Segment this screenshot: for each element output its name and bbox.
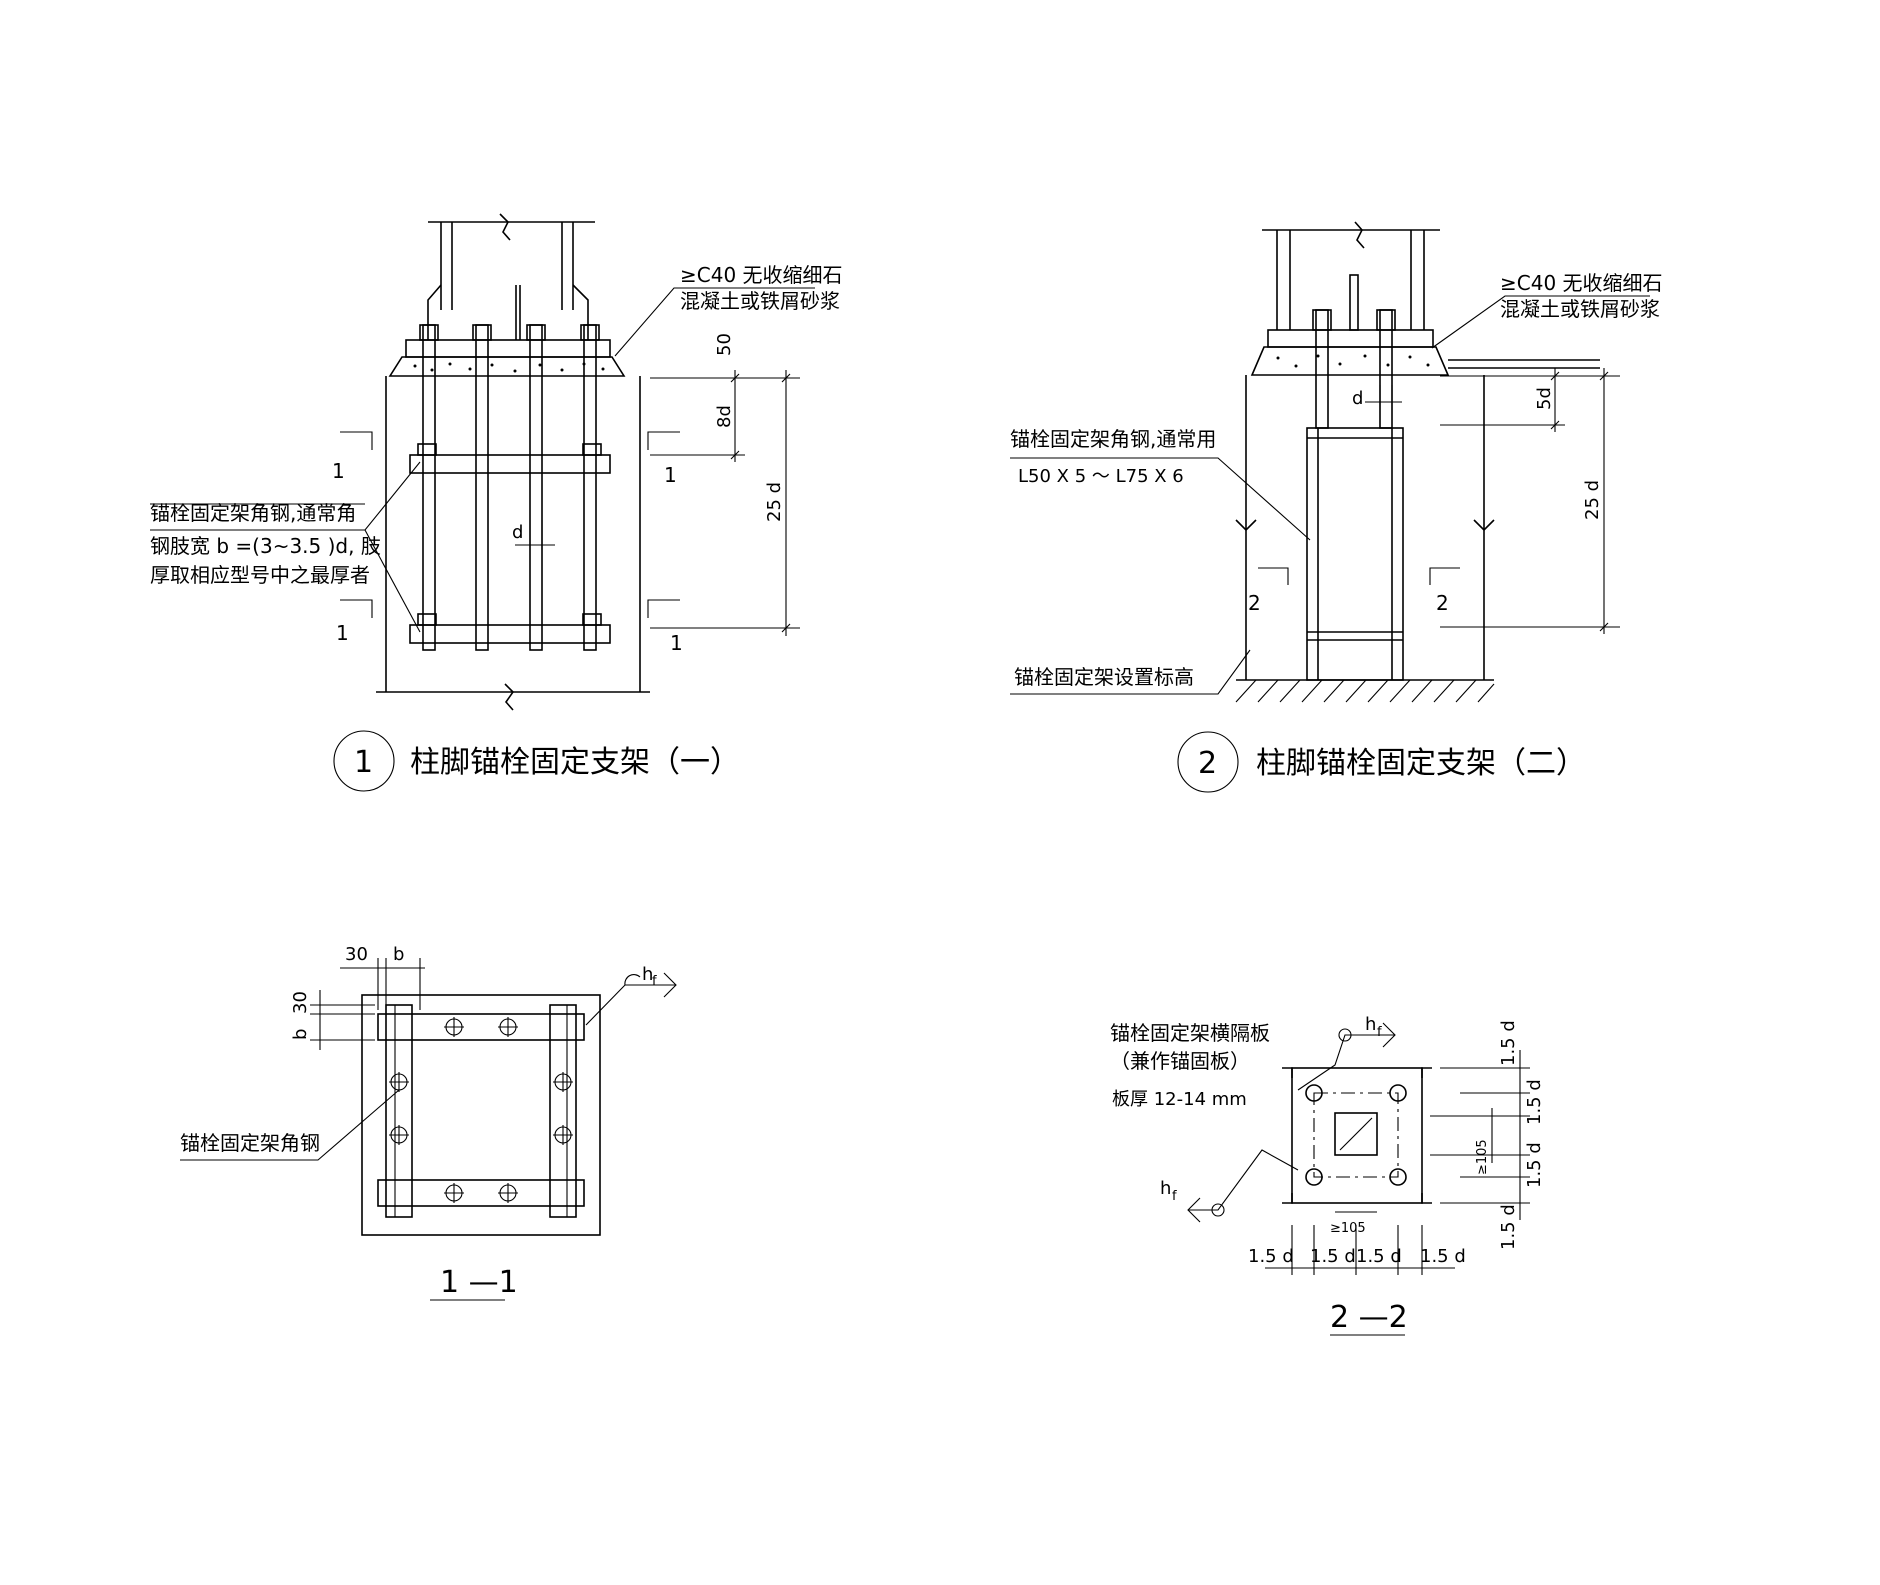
d1-angle-note-2: 钢肢宽 b =(3~3.5 )d, 肢: [150, 534, 381, 558]
section-2-2-plan: [1187, 1022, 1530, 1336]
s22-plate-note-1: 锚栓固定架横隔板: [1110, 1021, 1270, 1045]
d2-grout-note-1: ≥C40 无收缩细石: [1500, 271, 1663, 295]
ground-hatch: [1235, 679, 1495, 703]
s22-weld-h-top: h: [1365, 1014, 1376, 1035]
d1-section-mark-tr: 1: [664, 463, 677, 487]
s22-dim-15d-r2: 1.5 d: [1524, 1079, 1545, 1125]
s22-weld-f-top: f: [1377, 1025, 1382, 1040]
grout-dots-2: [1276, 354, 1430, 368]
d1-dim-d: d: [512, 522, 523, 543]
d2-angle-note-1: 锚栓固定架角钢,通常用: [1010, 427, 1216, 451]
d2-title: 柱脚锚栓固定支架（二）: [1256, 746, 1586, 781]
s22-dim-15d-r3: 1.5 d: [1524, 1142, 1545, 1188]
s22-plate-note-3: 板厚 12-14 mm: [1112, 1089, 1247, 1110]
d2-section-mark-l: 2: [1248, 591, 1261, 615]
s22-label: 2 —2: [1330, 1300, 1408, 1335]
s22-dim-105-h: ≥105: [1330, 1221, 1366, 1236]
bolt-holes-1-1: [389, 1017, 573, 1203]
d2-elevation-note: 锚栓固定架设置标高: [1014, 665, 1194, 689]
d1-title-number: 1: [354, 745, 373, 780]
s11-weld-h: h: [642, 964, 653, 985]
d1-dim-8d: 8d: [714, 405, 735, 428]
s22-dim-15d-b1: 1.5 d: [1248, 1246, 1294, 1267]
d2-dim-d: d: [1352, 388, 1363, 409]
d2-dim-25d: 25 d: [1582, 480, 1603, 520]
section-1-1-plan: [180, 958, 677, 1301]
s22-weld-h-left: h: [1160, 1178, 1171, 1199]
s11-angle-label: 锚栓固定架角钢: [180, 1131, 320, 1155]
d2-section-mark-r: 2: [1436, 591, 1449, 615]
d1-dim-25d: 25 d: [764, 482, 785, 522]
s11-dim-b-side: b: [290, 1029, 311, 1040]
s22-dim-15d-r1: 1.5 d: [1498, 1020, 1519, 1066]
bolt-holes-2-2: [1305, 1084, 1407, 1186]
drawing-1-anchor-frame: [150, 213, 815, 792]
grout-dots: [413, 362, 605, 373]
d1-angle-note-3: 厚取相应型号中之最厚者: [150, 563, 370, 587]
s22-plate-note-2: （兼作锚固板）: [1110, 1049, 1250, 1073]
d1-dim-50: 50: [714, 333, 735, 356]
s11-weld-f: f: [652, 974, 657, 989]
s11-dim-30-top: 30: [345, 944, 368, 965]
anchor-bolts: [419, 324, 600, 651]
d1-section-mark-bl: 1: [336, 621, 349, 645]
d1-section-mark-br: 1: [670, 631, 683, 655]
s11-dim-30-side: 30: [290, 991, 311, 1014]
d2-angle-note-2: L50 X 5 ～ L75 X 6: [1018, 466, 1184, 487]
d2-dim-5d: 5d: [1534, 387, 1555, 410]
s22-dim-15d-b2: 1.5 d: [1310, 1246, 1356, 1267]
d1-title: 柱脚锚栓固定支架（一）: [410, 745, 740, 780]
s22-dim-105-v: ≥105: [1475, 1139, 1490, 1175]
d1-section-mark-tl: 1: [332, 459, 345, 483]
drawing-2-anchor-frame: [1010, 221, 1650, 793]
d2-title-number: 2: [1198, 746, 1217, 781]
s22-dim-15d-r4: 1.5 d: [1498, 1204, 1519, 1250]
s22-dim-15d-b4: 1.5 d: [1420, 1246, 1466, 1267]
d1-grout-note-2: 混凝土或铁屑砂浆: [680, 289, 840, 313]
s22-weld-f-left: f: [1172, 1189, 1177, 1204]
s11-label: 1 —1: [440, 1265, 518, 1300]
d2-grout-note-2: 混凝土或铁屑砂浆: [1500, 297, 1660, 321]
d1-angle-note-1: 锚栓固定架角钢,通常角: [150, 501, 356, 525]
s11-dim-b-top: b: [393, 944, 404, 965]
s22-dim-15d-b3: 1.5 d: [1356, 1246, 1402, 1267]
d1-grout-note-1: ≥C40 无收缩细石: [680, 263, 843, 287]
